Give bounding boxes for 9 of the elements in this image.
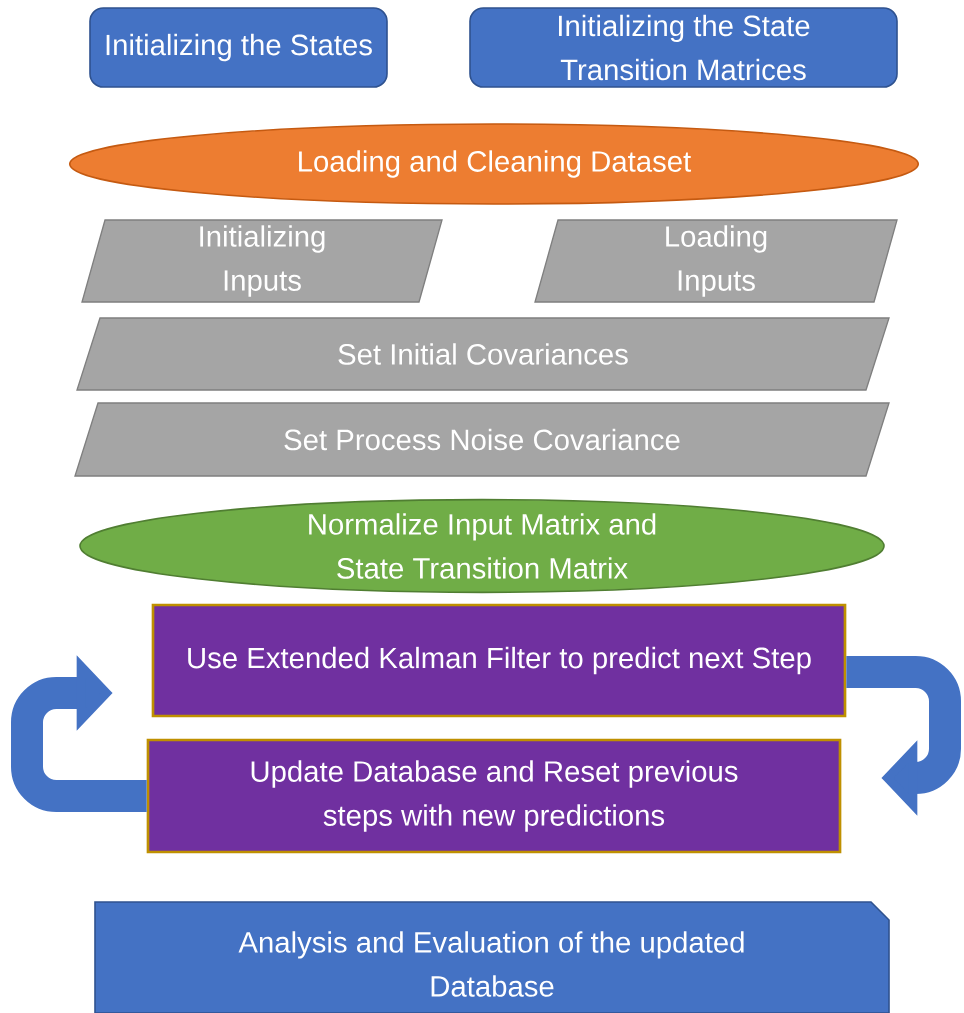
- input-parallelogram: Set Initial Covariances: [76, 317, 890, 391]
- input-parallelogram: Set Process Noise Covariance: [74, 402, 890, 477]
- process-box: Initializing the States: [89, 7, 388, 88]
- input-parallelogram: Initializing Inputs: [81, 219, 443, 303]
- process-box: Update Database and Reset previous steps with new predictions: [146, 738, 842, 854]
- process-box: Initializing the State Transition Matrices: [469, 7, 898, 88]
- process-box: Analysis and Evaluation of the updated Database: [94, 901, 890, 1013]
- input-parallelogram: Loading Inputs: [534, 219, 898, 303]
- process-box: Use Extended Kalman Filter to predict next Step: [151, 603, 847, 718]
